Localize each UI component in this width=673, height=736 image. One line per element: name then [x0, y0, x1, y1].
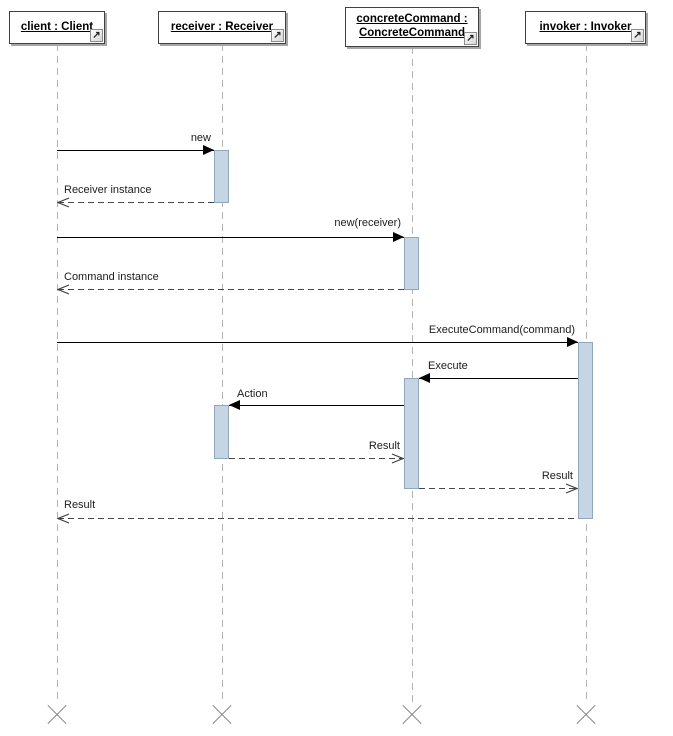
- message-line-action: [229, 405, 404, 406]
- external-link-icon[interactable]: ↗: [631, 29, 644, 42]
- object-box-receiver[interactable]: receiver : Receiver ↗: [158, 11, 286, 44]
- destroy-x-concretecommand-icon: [400, 703, 424, 727]
- arrow-up-right-glyph: ↗: [273, 29, 282, 41]
- message-line-result-1: [229, 458, 404, 459]
- arrowhead-execute-icon: [419, 373, 430, 383]
- message-line-command-instance: [58, 289, 404, 290]
- external-link-icon[interactable]: ↗: [271, 29, 284, 42]
- message-line-execute: [419, 378, 578, 379]
- object-label-receiver: receiver : Receiver: [170, 20, 274, 33]
- lifeline-client: [57, 44, 58, 703]
- arrowhead-new-receiver-icon: [393, 232, 404, 242]
- message-line-receiver-instance: [58, 202, 214, 203]
- object-box-concretecommand[interactable]: concreteCommand : ConcreteCommand ↗: [345, 7, 479, 47]
- message-label-result-3: Result: [64, 499, 96, 511]
- message-label-action: Action: [237, 388, 268, 400]
- arrowhead-executecommand-icon: [567, 337, 578, 347]
- lifeline-concretecommand: [412, 47, 413, 703]
- object-label-invoker: invoker : Invoker: [539, 20, 632, 33]
- message-line-result-2: [419, 488, 578, 489]
- object-box-client[interactable]: client : Client ↗: [9, 11, 105, 44]
- message-line-new-receiver: [57, 237, 404, 238]
- activation-concretecommand-execute: [404, 378, 419, 489]
- message-label-command-instance: Command instance: [64, 271, 159, 283]
- destroy-x-receiver-icon: [210, 703, 234, 727]
- object-label-concretecommand: concreteCommand : ConcreteCommand: [356, 13, 468, 39]
- arrowhead-result-2-icon: [565, 483, 578, 494]
- arrow-up-right-glyph: ↗: [92, 29, 101, 41]
- arrowhead-new-icon: [203, 145, 214, 155]
- activation-concretecommand-new: [404, 237, 419, 290]
- arrowhead-result-1-icon: [391, 453, 404, 464]
- object-box-invoker[interactable]: invoker : Invoker ↗: [525, 11, 646, 44]
- arrowhead-result-3-icon: [57, 513, 70, 524]
- arrowhead-receiver-instance-icon: [57, 197, 70, 208]
- activation-invoker-execute: [578, 342, 593, 519]
- message-line-result-3: [58, 518, 578, 519]
- external-link-icon[interactable]: ↗: [90, 29, 103, 42]
- destroy-x-client-icon: [45, 703, 69, 727]
- message-label-result-2: Result: [541, 470, 573, 482]
- lifeline-receiver: [222, 44, 223, 703]
- message-label-result-1: Result: [368, 440, 400, 452]
- activation-receiver-new: [214, 150, 229, 203]
- arrow-up-right-glyph: ↗: [633, 29, 642, 41]
- arrowhead-command-instance-icon: [57, 284, 70, 295]
- message-label-execute: Execute: [428, 360, 468, 372]
- activation-receiver-action: [214, 405, 229, 459]
- message-label-new-receiver: new(receiver): [334, 217, 401, 229]
- arrow-up-right-glyph: ↗: [466, 32, 475, 44]
- message-label-executecommand: ExecuteCommand(command): [428, 324, 575, 336]
- object-label-client: client : Client: [20, 20, 94, 33]
- external-link-icon[interactable]: ↗: [464, 32, 477, 45]
- destroy-x-invoker-icon: [574, 703, 598, 727]
- message-line-new: [57, 150, 214, 151]
- message-line-executecommand: [57, 342, 578, 343]
- arrowhead-action-icon: [229, 400, 240, 410]
- message-label-new: new: [190, 132, 211, 144]
- message-label-receiver-instance: Receiver instance: [64, 184, 152, 196]
